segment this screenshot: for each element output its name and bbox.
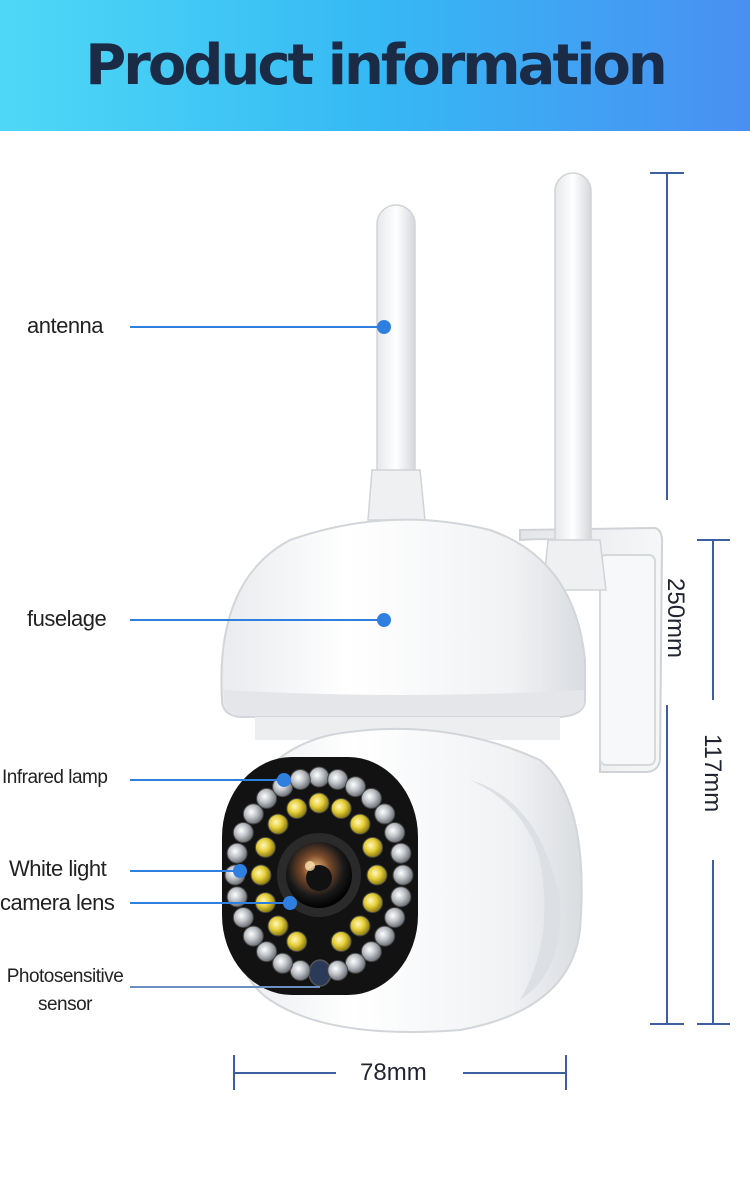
leader-fuselage-dot	[377, 613, 391, 627]
infrared-led	[289, 960, 311, 981]
infrared-led	[327, 769, 349, 790]
white-light-led	[362, 836, 384, 858]
infrared-led	[226, 886, 248, 908]
white-light-led	[286, 931, 308, 952]
infrared-led	[374, 803, 396, 825]
white-light-led	[308, 792, 330, 814]
infrared-led	[289, 769, 311, 790]
led-ring	[224, 766, 414, 981]
white-light-led	[286, 798, 308, 819]
fuselage-shell	[220, 518, 586, 718]
label-camera-lens: camera lens	[0, 890, 115, 915]
label-photosensitive-line1: Photosensitive	[6, 966, 124, 987]
white-light-led	[330, 931, 352, 952]
infrared-led	[392, 864, 414, 886]
white-light-led	[330, 798, 352, 819]
white-light-led	[366, 864, 388, 886]
white-light-led	[349, 915, 371, 937]
infrared-led	[256, 787, 278, 809]
white-light-led	[267, 813, 289, 835]
infrared-led	[360, 941, 382, 963]
infrared-led	[272, 952, 294, 974]
dimension-width: 78mm	[360, 1059, 427, 1086]
infrared-led	[344, 952, 366, 974]
infrared-led	[384, 907, 406, 928]
infrared-led	[242, 925, 264, 947]
label-white-light: White light	[9, 856, 107, 881]
antenna-right	[542, 172, 607, 591]
leader-white-light-dot	[233, 864, 247, 878]
label-infrared-lamp: Infrared lamp	[2, 767, 108, 788]
dimension-height-total: 250mm	[662, 578, 689, 659]
infrared-led	[226, 842, 248, 864]
leader-antenna-dot	[377, 320, 391, 334]
dimension-lines	[233, 172, 730, 1090]
infrared-led	[344, 776, 366, 798]
label-photosensitive-sensor: Photosensitive sensor	[0, 963, 130, 1019]
white-light-led	[254, 836, 276, 858]
white-light-led	[267, 915, 289, 937]
white-light-led	[362, 892, 384, 914]
infrared-led	[308, 766, 330, 788]
infrared-led	[242, 803, 264, 825]
leader-lens-dot	[283, 896, 297, 910]
infrared-led	[327, 960, 349, 981]
infrared-led	[374, 925, 396, 947]
label-antenna: antenna	[27, 313, 104, 338]
page-title: Product information	[85, 33, 668, 98]
leader-lines	[130, 320, 391, 988]
infrared-led	[384, 822, 406, 843]
header-banner: Product information	[0, 0, 750, 131]
infrared-led	[390, 886, 412, 908]
infrared-led	[390, 842, 412, 864]
antenna-left	[367, 204, 426, 521]
label-fuselage: fuselage	[27, 606, 107, 631]
infrared-led	[360, 787, 382, 809]
dimension-height-body: 117mm	[699, 734, 726, 813]
infrared-led	[232, 907, 254, 928]
white-light-led	[349, 813, 371, 835]
white-light-led	[250, 864, 272, 886]
camera-lens	[277, 833, 361, 917]
label-photosensitive-line2: sensor	[37, 994, 93, 1015]
leader-infrared-dot	[277, 773, 291, 787]
infrared-led	[232, 822, 254, 843]
infrared-led	[256, 941, 278, 963]
wall-mount	[519, 526, 664, 773]
